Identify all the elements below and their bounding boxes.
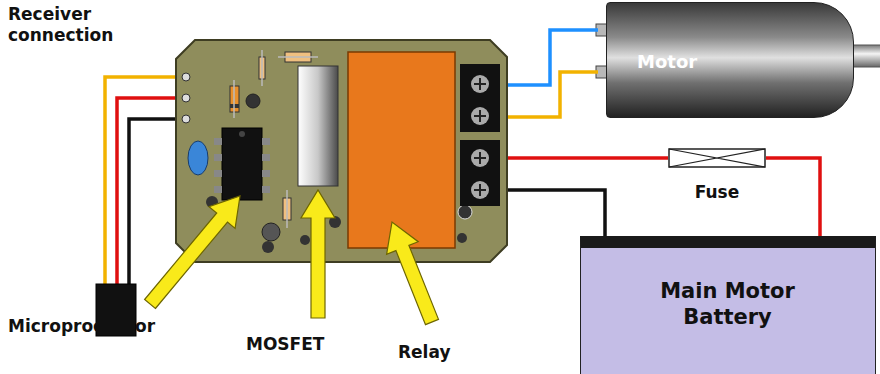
- fuse-cross: [669, 149, 765, 167]
- terminal-blocks: [479, 110, 481, 122]
- terminal-blocks: [479, 78, 481, 90]
- microprocessor-chip: [262, 170, 270, 177]
- board-components: [188, 141, 208, 175]
- microprocessor-chip: [214, 154, 222, 161]
- part-label: MOSFET: [246, 334, 324, 355]
- fuse-outline: [668, 148, 766, 168]
- terminal-blocks: [460, 64, 500, 132]
- receiver-label: Receiver connection: [8, 4, 158, 47]
- terminal-blocks: [471, 181, 489, 199]
- board-components: [262, 223, 280, 241]
- callout-arrows: [145, 190, 439, 325]
- microprocessor-chip: [214, 138, 222, 145]
- fuse-symbol: Fuse: [668, 148, 766, 168]
- microprocessor-chip: [262, 138, 270, 145]
- terminal-blocks: [471, 107, 489, 125]
- wire-connector: [766, 158, 820, 236]
- relay-part: [348, 52, 455, 248]
- board-components: [182, 115, 190, 123]
- terminal-blocks: [460, 140, 500, 206]
- part-label: Relay: [398, 342, 450, 363]
- board-components: [457, 233, 467, 243]
- mosfet-part: [298, 66, 338, 186]
- microprocessor-chip: [262, 154, 270, 161]
- microprocessor-chip: [262, 186, 270, 193]
- board-components: [261, 50, 263, 86]
- board-components: [246, 94, 260, 108]
- relay-part: [348, 52, 455, 248]
- battery-wires: [488, 156, 668, 160]
- board-components: [286, 190, 288, 228]
- node-text: Main Motor Battery: [633, 279, 823, 329]
- circuit-board: [176, 40, 507, 262]
- microprocessor-chip: [239, 131, 245, 137]
- board-components: [182, 73, 190, 81]
- microprocessor-chip: [214, 170, 222, 177]
- callout-arrow: [387, 222, 439, 325]
- terminal-blocks: [479, 184, 481, 196]
- callout-arrow: [301, 190, 335, 318]
- node-text: Motor: [637, 51, 697, 73]
- microprocessor-chip: [214, 186, 222, 193]
- receiver-wires: [105, 77, 186, 286]
- board-components: [458, 205, 472, 219]
- board-components: [182, 94, 190, 102]
- node-text: Fuse: [695, 182, 740, 202]
- terminal-blocks: [471, 149, 489, 167]
- terminal-blocks: [479, 152, 481, 164]
- board-components: [262, 241, 274, 253]
- terminal-blocks: [471, 75, 489, 93]
- terminal-blocks: [460, 64, 500, 206]
- microprocessor-chip: [214, 128, 270, 200]
- board-components: [278, 56, 318, 58]
- part-label: Microprocessor: [8, 316, 155, 337]
- callout-arrow: [145, 196, 240, 309]
- circuit-board: [176, 40, 507, 262]
- motor-body: Motor: [606, 2, 854, 118]
- board-components: [300, 235, 310, 245]
- board-components: [233, 80, 235, 118]
- mosfet-part: [298, 66, 338, 186]
- receiver-wires: [105, 77, 186, 286]
- battery-box: Main Motor Battery: [580, 236, 876, 374]
- battery-wires: [488, 158, 668, 238]
- fuse-outline: [669, 149, 765, 167]
- microprocessor-chip: [222, 128, 262, 200]
